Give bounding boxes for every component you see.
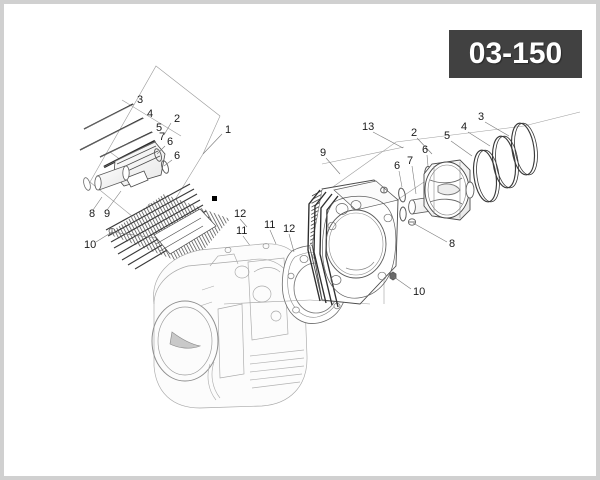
callout-left-5: 5 [156, 122, 163, 134]
callout-left-1: 1 [225, 124, 232, 136]
piston-ring-5 [472, 149, 500, 203]
right-block-fins [307, 189, 339, 308]
callout-right-12: 12 [283, 223, 296, 235]
right-leader-lines [269, 121, 510, 290]
callout-right-3: 3 [478, 111, 485, 123]
callout-right-11: 11 [264, 219, 276, 231]
callout-left-6: 6 [167, 136, 174, 148]
callout-left-9: 9 [104, 208, 111, 220]
left-circlips [154, 148, 169, 174]
callout-right-8: 8 [449, 238, 456, 250]
left-marker-square [212, 196, 217, 201]
right-bolt-10 [389, 271, 397, 281]
right-fasteners [380, 186, 417, 281]
callout-left-6b: 6 [174, 150, 181, 162]
left-bolt-10 [108, 227, 116, 234]
callout-left-10: 10 [84, 239, 97, 251]
right-piston-rings [472, 122, 538, 203]
callout-left-11: 11 [236, 225, 248, 237]
callout-right-6: 6 [394, 160, 401, 172]
callout-right-13: 13 [362, 121, 375, 133]
callout-right-7: 7 [407, 155, 414, 167]
left-wrist-pin [94, 165, 130, 191]
left-cylinder-fins [105, 183, 230, 270]
callout-right-9: 9 [320, 147, 327, 159]
left-assembly [79, 65, 252, 270]
callout-right-2: 2 [411, 127, 418, 139]
engine-crankcase-drawing [151, 243, 308, 409]
right-assembly [223, 111, 581, 308]
right-piston [423, 159, 475, 221]
callout-left-8: 8 [89, 208, 96, 220]
callout-left-4: 4 [147, 108, 154, 120]
page-title: 03-150 [468, 37, 563, 70]
right-cylinder-block [307, 179, 399, 308]
page-title-badge: 03-150 [449, 30, 582, 78]
callout-left-7: 7 [159, 131, 166, 143]
callout-left-2: 2 [174, 113, 181, 125]
parts-diagram-canvas [79, 65, 581, 409]
callout-right-6b: 6 [422, 144, 429, 156]
piston-ring-4 [491, 135, 519, 189]
callout-right-5: 5 [444, 130, 451, 142]
callout-left-12: 12 [234, 208, 247, 220]
callout-right-4: 4 [461, 121, 468, 133]
piston-ring-3 [510, 122, 538, 176]
callout-left-3: 3 [137, 94, 144, 106]
callout-right-10: 10 [413, 286, 426, 298]
left-leader-lines [79, 103, 252, 248]
